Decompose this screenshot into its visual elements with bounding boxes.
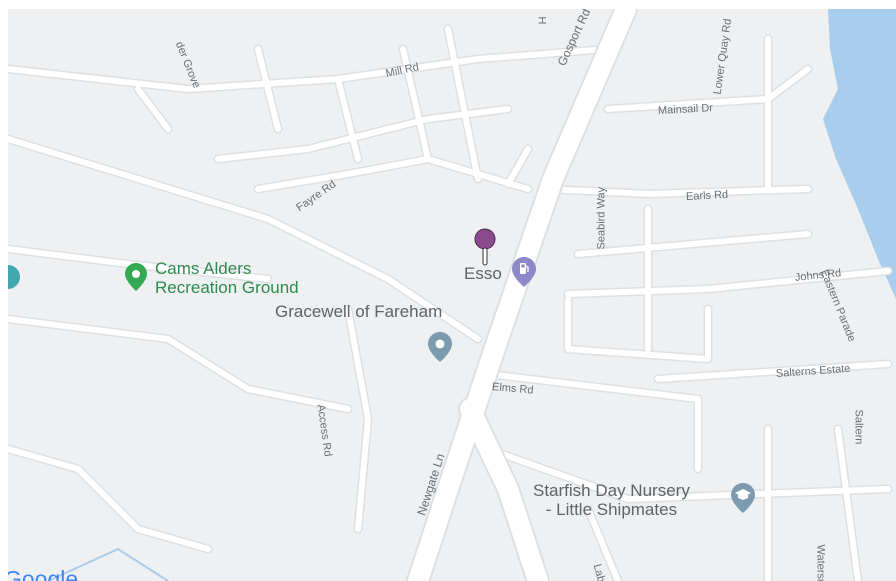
street-label-salterns-partial: Saltern bbox=[852, 409, 865, 445]
poi-cams-alders-line1: Cams Alders bbox=[155, 259, 252, 278]
street-label-earls-rd: Earls Rd bbox=[685, 188, 729, 203]
street-label-watersmeet-partial: Watersmeet bbox=[814, 544, 827, 581]
park-pin-icon[interactable] bbox=[125, 263, 147, 291]
poi-starfish-line2: - Little Shipmates bbox=[545, 500, 678, 519]
poi-esso-label: Esso bbox=[464, 264, 502, 283]
poi-cams-alders-line2: Recreation Ground bbox=[155, 278, 299, 297]
place-pin-icon[interactable] bbox=[428, 332, 452, 362]
fuel-station-icon[interactable] bbox=[512, 257, 536, 287]
poi-gracewell[interactable]: Gracewell of Fareham bbox=[275, 302, 442, 321]
poi-esso[interactable]: Esso bbox=[464, 264, 502, 283]
edge-poi-icon[interactable] bbox=[8, 265, 20, 289]
waterway-line bbox=[47, 547, 169, 581]
street-label-h: H bbox=[535, 16, 548, 25]
poi-starfish-nursery[interactable]: Starfish Day Nursery - Little Shipmates bbox=[533, 481, 690, 519]
poi-gracewell-label: Gracewell of Fareham bbox=[275, 302, 443, 321]
google-logo: Google bbox=[8, 566, 79, 581]
school-icon[interactable] bbox=[731, 483, 755, 513]
water-body bbox=[823, 9, 896, 299]
street-label-seabird-way: Seabird Way bbox=[595, 186, 608, 250]
poi-starfish-line1: Starfish Day Nursery bbox=[533, 481, 690, 500]
road-network bbox=[8, 9, 893, 581]
map-canvas[interactable]: der Grove H Mill Rd Gosport Rd Mainsail … bbox=[8, 9, 896, 581]
dropped-pin-icon[interactable] bbox=[473, 227, 497, 267]
poi-cams-alders[interactable]: Cams Alders Recreation Ground bbox=[155, 259, 299, 297]
map-base-layer bbox=[8, 9, 896, 581]
